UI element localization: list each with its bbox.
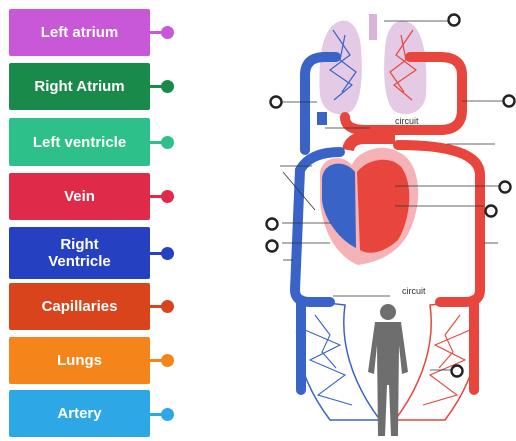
drag-handle-dot[interactable]: [161, 190, 174, 203]
drag-handle-dot[interactable]: [161, 408, 174, 421]
drag-handle-dot[interactable]: [161, 300, 174, 313]
label-text: Capillaries: [42, 298, 118, 315]
label-text: Vein: [64, 188, 95, 205]
drag-handle-dot[interactable]: [161, 136, 174, 149]
label-text: Artery: [57, 405, 101, 422]
drag-handle-dot[interactable]: [161, 354, 174, 367]
drop-target-circle[interactable]: [449, 15, 460, 26]
drop-target-circle[interactable]: [500, 182, 511, 193]
label-text: Lungs: [57, 352, 102, 369]
label-text: Right Ventricle: [31, 236, 128, 270]
drag-handle-dot[interactable]: [161, 26, 174, 39]
drop-target-circle[interactable]: [271, 97, 282, 108]
lungs-illustration: [320, 14, 427, 114]
label-text: Left atrium: [41, 24, 119, 41]
label-tile-capillaries[interactable]: Capillaries: [9, 283, 150, 330]
label-tile-right-ventricle[interactable]: Right Ventricle: [9, 227, 150, 279]
circulatory-system-diagram: circuit circuit: [255, 0, 516, 441]
systemic-circuit-label: circuit: [402, 286, 426, 296]
human-silhouette: [368, 304, 408, 436]
drop-target-circle[interactable]: [267, 241, 278, 252]
drop-target-circle[interactable]: [267, 219, 278, 230]
label-tile-left-ventricle[interactable]: Left ventricle: [9, 118, 150, 166]
drag-handle-dot[interactable]: [161, 80, 174, 93]
drag-handle-dot[interactable]: [161, 247, 174, 260]
label-tile-right-atrium[interactable]: Right Atrium: [9, 63, 150, 110]
label-text: Left ventricle: [33, 134, 126, 151]
label-tile-vein[interactable]: Vein: [9, 173, 150, 220]
label-text: Right Atrium: [34, 78, 124, 95]
drop-target-circle[interactable]: [504, 96, 515, 107]
drop-target-circle[interactable]: [452, 366, 463, 377]
label-tile-lungs[interactable]: Lungs: [9, 337, 150, 384]
drop-target-circle[interactable]: [486, 206, 497, 217]
pulmonary-circuit-label: circuit: [395, 116, 419, 126]
label-tile-left-atrium[interactable]: Left atrium: [9, 9, 150, 56]
label-tile-artery[interactable]: Artery: [9, 390, 150, 437]
